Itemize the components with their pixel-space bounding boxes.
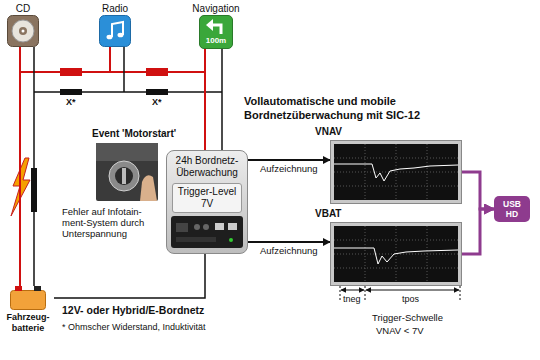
scope-screen: VBAT — [330, 222, 462, 286]
component-mark: X* — [66, 97, 76, 107]
device-label: Navigation — [188, 2, 244, 15]
event-caption: Fehler auf Infotain- ment-System durch U… — [62, 206, 162, 239]
connector — [248, 159, 330, 161]
cd-icon — [7, 15, 39, 47]
icon-frame — [7, 15, 39, 47]
usb-label: USB HD — [498, 199, 526, 219]
device-label: Radio — [96, 2, 134, 15]
red-bus-wire — [20, 47, 205, 76]
distance-text: 100m — [200, 35, 232, 47]
fault-symbol — [11, 158, 37, 216]
scope-trace — [334, 226, 458, 282]
connector — [19, 47, 21, 286]
threshold-label: Trigger-Schwelle — [372, 312, 443, 323]
turn-arrow — [200, 16, 232, 35]
monitor-device: 24h Bordnetz- ÜberwachungTrigger-Level 7… — [166, 150, 248, 254]
component-mark: X* — [152, 97, 162, 107]
battery-label: Fahrzeug- batterie — [2, 312, 54, 334]
logger-device — [171, 216, 243, 248]
connector — [54, 254, 205, 298]
signal-name: VBAT — [315, 207, 341, 220]
radio-source: Radio — [96, 2, 134, 47]
trigger-level: Trigger-Level 7V — [172, 183, 242, 213]
device-label: CD — [6, 2, 40, 15]
nav-icon: 100m — [199, 15, 233, 49]
connector — [248, 241, 330, 243]
usb-drive: USB HD — [494, 196, 530, 222]
radio-icon — [99, 15, 131, 47]
scope-screen: VNAV — [330, 140, 462, 204]
scope-trace — [334, 144, 458, 200]
diagram-title: Vollautomatische und mobile Bordnetzüber… — [244, 94, 454, 122]
edge-label: Aufzeichnung — [259, 163, 319, 174]
event-label: Event 'Motorstart' — [92, 128, 176, 139]
icon-frame — [99, 15, 131, 47]
cd-source: CD — [6, 2, 40, 47]
battery-icon — [10, 286, 46, 310]
network-label: 12V- oder Hybrid/E-Bordnetz — [62, 304, 204, 316]
ignition-photo — [96, 143, 158, 201]
vehicle-battery: Fahrzeug- batterie — [2, 286, 54, 334]
connector — [462, 172, 494, 209]
time-label: tpos — [402, 294, 419, 304]
footnote: * Ohmscher Widerstand, Induktivität — [62, 322, 206, 332]
connector — [204, 49, 206, 150]
threshold-value: VNAV < 7V — [376, 325, 424, 336]
device-title: 24h Bordnetz- Überwachung — [170, 155, 244, 179]
navigation-unit: Navigation 100m — [188, 2, 244, 49]
time-label: tneg — [343, 294, 361, 304]
signal-name: VNAV — [315, 125, 342, 138]
edge-label: Aufzeichnung — [259, 245, 319, 256]
connector — [462, 209, 494, 254]
